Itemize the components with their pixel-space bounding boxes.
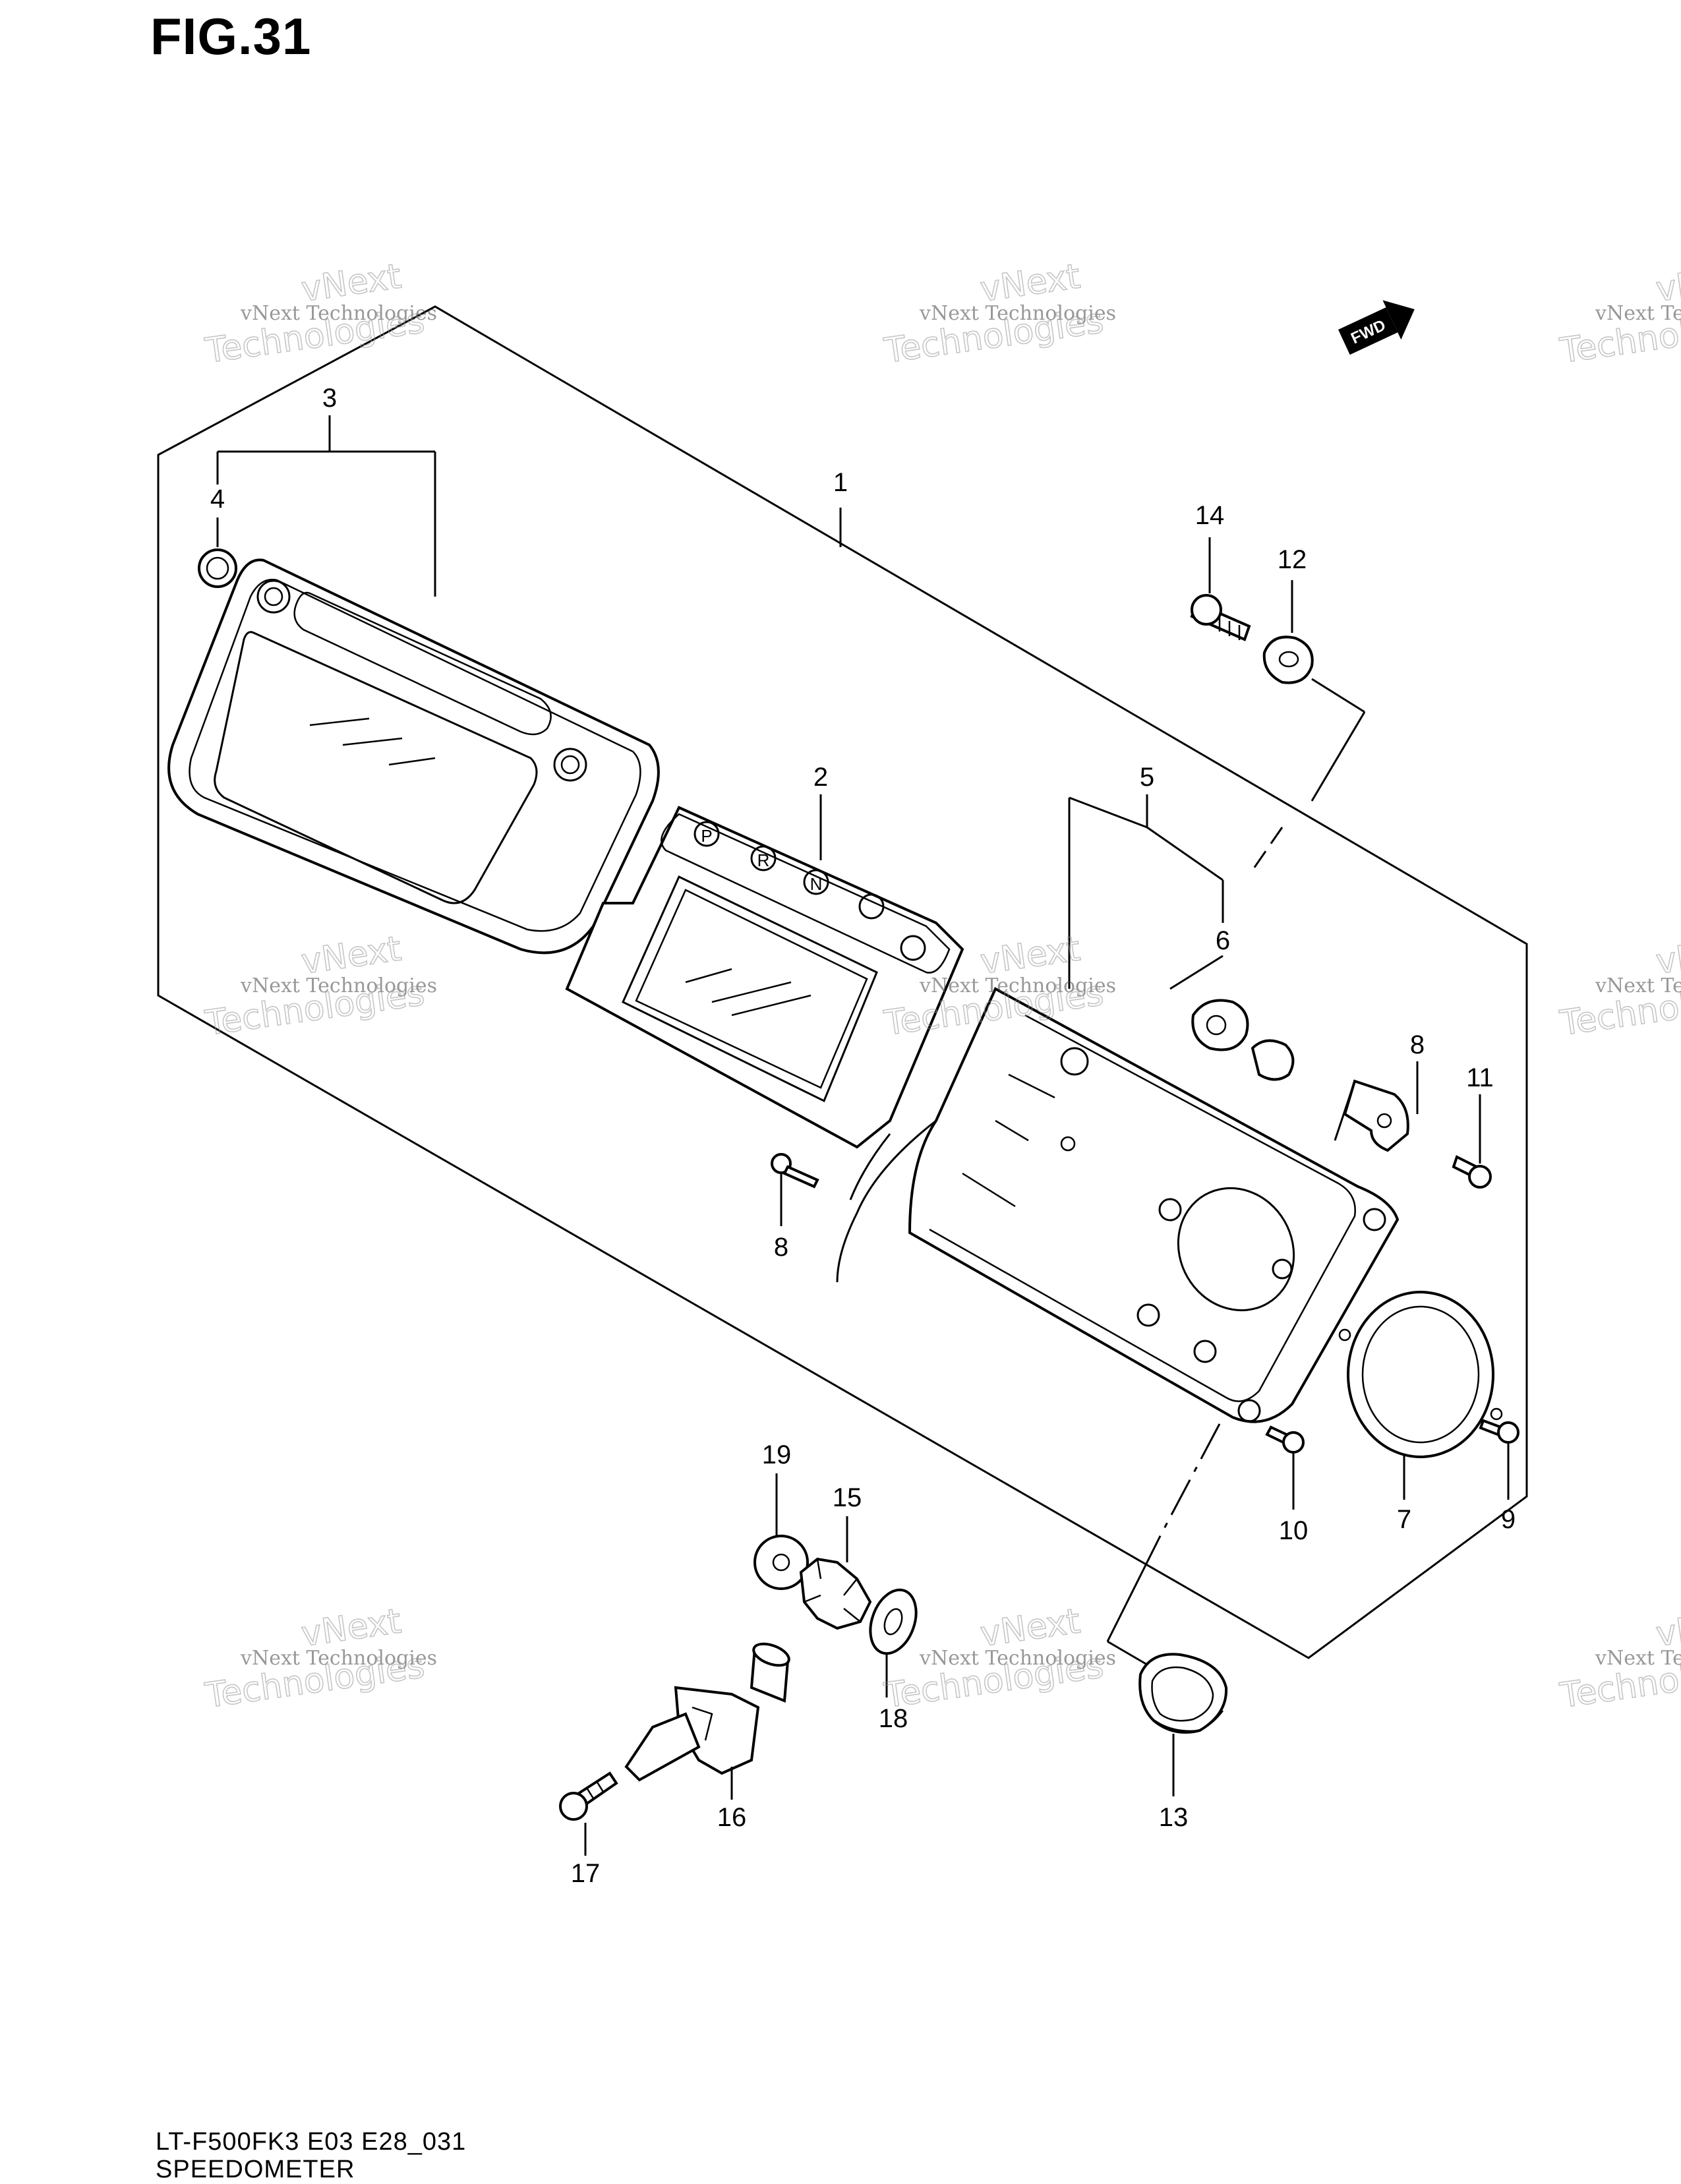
leader-13-dashed	[1159, 1423, 1221, 1537]
screw-9	[1479, 1419, 1519, 1444]
section-name-label: SPEEDOMETER	[156, 2156, 355, 2183]
gear-15	[799, 1557, 872, 1630]
assembly-boundary	[157, 305, 1528, 1659]
fwd-direction-icon: FWD	[1338, 300, 1415, 355]
ring-seal-part	[1338, 1291, 1503, 1458]
callout-8-left: 8	[774, 1233, 788, 1262]
svg-text:vNext Technologies: vNext Technologies	[1595, 1647, 1681, 1670]
callout-11: 11	[1466, 1063, 1494, 1092]
leader-12-dashed-a	[1311, 711, 1366, 802]
callout-6: 6	[1216, 926, 1230, 955]
svg-text:vNext Technologies: vNext Technologies	[240, 302, 437, 325]
leader-13-dashed-b	[1106, 1535, 1162, 1642]
leader-13-dashed-c	[1107, 1640, 1148, 1666]
headlight-indicator-icon	[858, 893, 885, 920]
grommet-part	[1191, 999, 1295, 1081]
speed-sensor-16	[624, 1642, 790, 1782]
model-code-label: LT-F500FK3 E03 E28_031	[156, 2128, 467, 2156]
callout-4: 4	[210, 485, 225, 514]
svg-text:vNext: vNext	[1653, 929, 1681, 982]
callout-3: 3	[322, 384, 337, 413]
leader-8-right-b	[1334, 1080, 1356, 1141]
gear-indicator-n: N	[803, 869, 829, 895]
high-beam-indicator-icon	[900, 935, 926, 961]
gear-indicator-r: R	[750, 845, 777, 871]
svg-text:P: P	[701, 826, 712, 846]
cushion-13	[1138, 1653, 1228, 1734]
callout-16: 16	[717, 1803, 747, 1832]
callout-19: 19	[762, 1440, 792, 1469]
watermark-group: vNext Technologies vNext Technologies vN…	[202, 256, 1681, 1717]
callout-10: 10	[1279, 1516, 1309, 1545]
callout-9: 9	[1501, 1505, 1516, 1534]
cushion-12	[1262, 635, 1314, 684]
svg-text:vNext Technologies: vNext Technologies	[919, 974, 1116, 997]
callout-5-bracket	[1068, 794, 1224, 989]
callout-1: 1	[833, 468, 848, 497]
leader-12-to-case	[1311, 678, 1365, 713]
svg-text:vNext: vNext	[1653, 256, 1681, 310]
callout-7: 7	[1397, 1505, 1411, 1534]
callout-8-right: 8	[1410, 1030, 1425, 1059]
callout-18: 18	[879, 1704, 908, 1733]
figure-title: FIG.31	[150, 7, 312, 65]
callout-2: 2	[813, 763, 828, 792]
callout-15: 15	[833, 1483, 862, 1512]
gear-indicator-p: P	[693, 821, 720, 847]
svg-text:vNext Technologies: vNext Technologies	[919, 302, 1116, 325]
callout-17: 17	[571, 1859, 601, 1888]
lower-case-part	[836, 987, 1400, 1423]
callout-3-bracket	[216, 415, 436, 597]
clamp-part-right	[1343, 1079, 1409, 1152]
bolt-14	[1190, 594, 1251, 641]
washer-18	[869, 1588, 918, 1655]
svg-text:N: N	[810, 874, 823, 894]
svg-text:vNext Technologies: vNext Technologies	[1595, 302, 1681, 325]
svg-text:R: R	[757, 850, 770, 870]
svg-text:vNext Technologies: vNext Technologies	[240, 1647, 437, 1670]
leader-12-dashed-b	[1251, 827, 1283, 871]
svg-text:vNext Technologies: vNext Technologies	[1595, 974, 1681, 997]
screw-11	[1452, 1155, 1492, 1189]
svg-text:vNext Technologies: vNext Technologies	[919, 1647, 1116, 1670]
bulb-socket-part	[198, 548, 237, 588]
screw-10	[1265, 1425, 1305, 1454]
washer-19	[753, 1535, 809, 1590]
leader-6	[1169, 955, 1224, 990]
meter-case-part	[167, 558, 660, 955]
screw-8-left	[771, 1153, 819, 1189]
svg-text:vNext Technologies: vNext Technologies	[240, 974, 437, 997]
svg-text:vNext: vNext	[1653, 1601, 1681, 1655]
callout-14: 14	[1195, 501, 1225, 530]
callout-13: 13	[1159, 1803, 1189, 1832]
bolt-17	[559, 1771, 618, 1821]
callout-12: 12	[1278, 545, 1307, 574]
indicator-panel-part: P R N	[565, 806, 964, 1149]
callout-5: 5	[1140, 763, 1154, 792]
